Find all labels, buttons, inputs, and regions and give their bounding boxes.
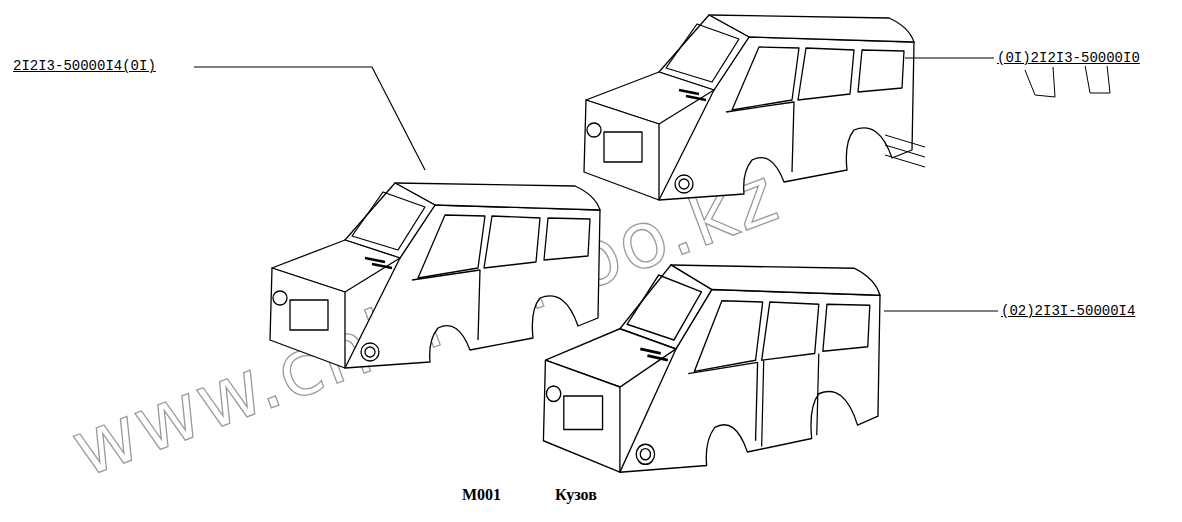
figure-caption: Кузов (555, 486, 597, 504)
leader-lines (194, 58, 998, 311)
part-number: (0I)2I2I3-50000I0 (996, 50, 1141, 66)
car-interior (885, 65, 1110, 167)
part-number: (02)2I3I-50000I4 (1000, 303, 1136, 319)
figure-code: M001 (462, 486, 501, 504)
car-body-5door (543, 265, 880, 472)
car-body-3door-trimmed (584, 15, 914, 200)
part-number: 2I2I3-50000I4(0I) (12, 58, 157, 74)
car-body-3door (270, 183, 600, 368)
